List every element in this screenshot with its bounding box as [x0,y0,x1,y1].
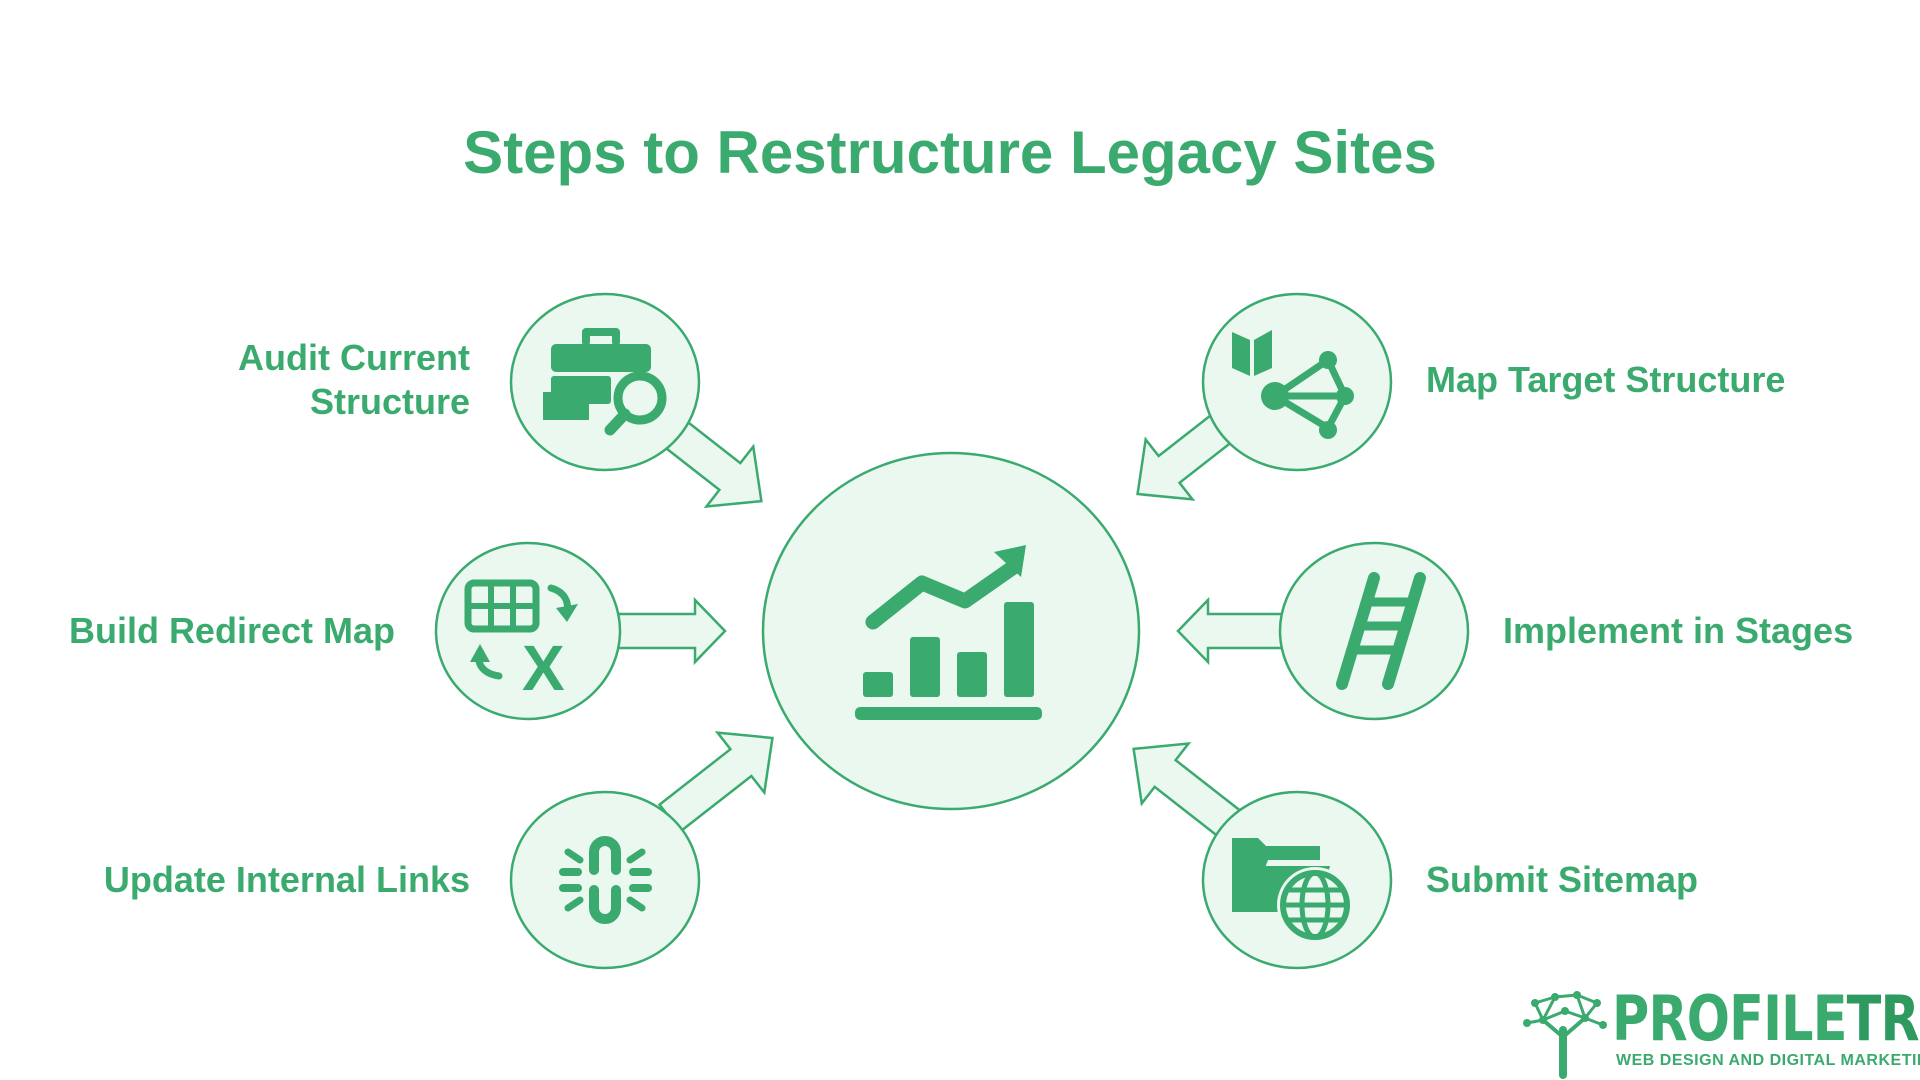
step-label-sitemap: Submit Sitemap [1426,859,1699,900]
step-label-links: Update Internal Links [103,859,470,900]
map-network-icon [1232,330,1354,439]
svg-text:X: X [522,632,565,704]
logo-name-part2: TREE [1846,982,1920,1055]
node-audit [509,292,701,472]
growth-chart-icon [855,545,1042,720]
profiletree-logo: PROFILETREE WEB DESIGN AND DIGITAL MARKE… [1520,980,1920,1075]
step-label-implement: Implement in Stages [1503,610,1854,651]
logo-name-part1: PROFILE [1612,982,1847,1055]
step-label-audit: Audit Current Structure [238,337,470,422]
toolbox-magnifier-icon [543,328,667,436]
node-implement [1278,541,1470,721]
broken-link-icon [559,836,652,924]
node-sitemap [1201,790,1393,970]
ladder-icon [1336,572,1426,690]
step-label-redirect: Build Redirect Map [68,610,395,651]
table-redirect-icon: X [464,579,578,704]
node-map [1201,292,1393,472]
step-label-map: Map Target Structure [1426,359,1786,400]
logo-tagline: WEB DESIGN AND DIGITAL MARKETING [1616,1052,1920,1069]
logo-wordmark: PROFILETREE [1612,982,1920,1055]
node-links [509,790,701,970]
folder-globe-icon [1232,838,1353,943]
page-title: Steps to Restructure Legacy Sites [463,119,1437,186]
center-node [761,451,1141,811]
node-redirect: X [434,541,622,721]
arrow-sitemap [1132,742,1253,848]
logo-tree-icon [1523,991,1607,1079]
arrow-links [657,731,774,834]
